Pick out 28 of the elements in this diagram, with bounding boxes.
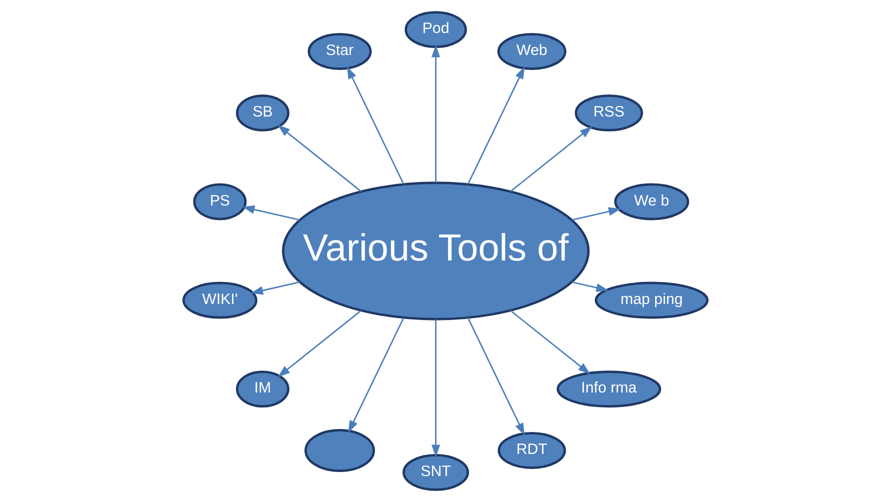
node-ellipse: Star [307, 33, 372, 70]
arrow [430, 319, 440, 458]
node-ellipse: Info rma [556, 370, 661, 408]
node-ellipse [304, 428, 374, 472]
arrow [277, 310, 362, 378]
arrow [348, 317, 404, 433]
node-ellipse: WIKI' [182, 282, 257, 319]
arrow [571, 207, 620, 221]
arrow [242, 205, 300, 221]
arrow [277, 124, 362, 192]
node-ellipse: Web [496, 33, 566, 70]
node-ellipse: We b [614, 183, 689, 220]
node-ellipse: RSS [574, 94, 643, 132]
node-ellipse: RDT [497, 432, 566, 469]
arrow [571, 281, 608, 292]
arrow [510, 126, 592, 192]
arrow [430, 44, 440, 183]
node-ellipse: Various Tools of [281, 182, 590, 320]
arrow [466, 317, 524, 436]
node-ellipse: SB [235, 94, 289, 132]
node-ellipse: SNT [402, 454, 469, 491]
arrow [250, 281, 300, 295]
node-ellipse: IM [235, 370, 289, 408]
arrow [346, 66, 404, 185]
arrow [510, 310, 590, 374]
node-ellipse: PS [192, 183, 246, 220]
arrow [466, 66, 524, 185]
node-ellipse: Pod [404, 11, 466, 48]
